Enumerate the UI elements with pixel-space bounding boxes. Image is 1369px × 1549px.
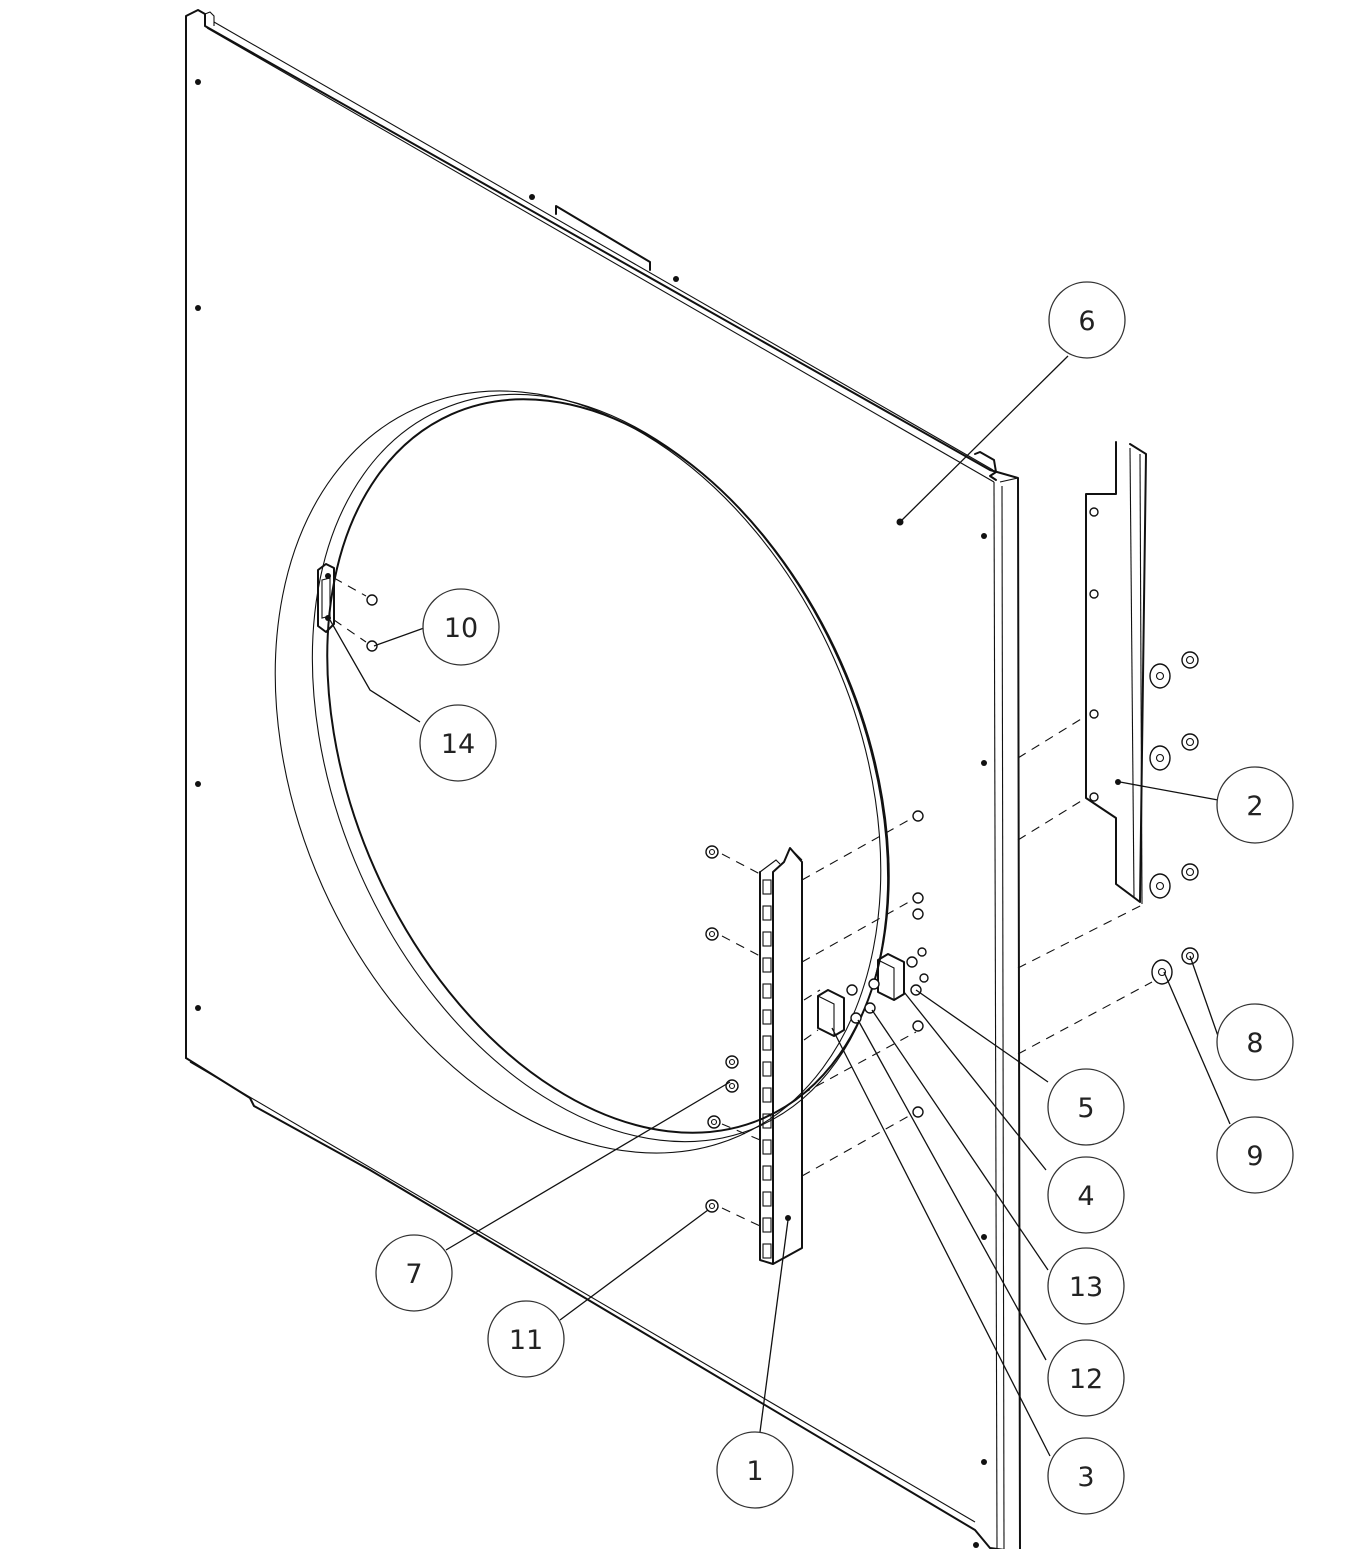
hinge-knuckle — [762, 1139, 772, 1155]
hinge-knuckle — [762, 879, 772, 895]
callout-label-1: 1 — [746, 1456, 763, 1487]
washer — [1149, 663, 1171, 689]
panel-opening — [274, 390, 890, 1154]
callout-1: 1 — [716, 1431, 794, 1509]
nut-bore — [1185, 737, 1195, 747]
nut-bore — [1185, 655, 1195, 665]
hinge-knuckle — [762, 1113, 772, 1129]
washer — [1151, 959, 1173, 985]
hinge-knuckle — [762, 1087, 772, 1103]
callout-13: 13 — [1047, 1247, 1125, 1325]
hinge-knuckle — [762, 1191, 772, 1207]
screw-head — [710, 1118, 718, 1126]
screw — [705, 1199, 719, 1213]
hinge-screws — [705, 810, 924, 1227]
callout-9: 9 — [1216, 1116, 1294, 1194]
screw — [707, 1115, 721, 1129]
callout-label-8: 8 — [1246, 1028, 1263, 1059]
callout-2: 2 — [1216, 766, 1294, 844]
side-bracket — [1017, 441, 1153, 1055]
callouts: 6 10 14 2 8 9 5 4 13 12 3 7 11 1 — [375, 281, 1294, 1515]
screw — [725, 1079, 739, 1093]
callout-7: 7 — [375, 1234, 453, 1312]
screw-head — [708, 848, 716, 856]
hinge-knuckle — [762, 1243, 772, 1259]
callout-label-3: 3 — [1077, 1462, 1094, 1493]
washer-bore — [1155, 671, 1165, 681]
latch-block-assembly — [803, 947, 929, 1041]
callout-label-5: 5 — [1077, 1093, 1094, 1124]
screw — [725, 1055, 739, 1069]
nut — [1181, 651, 1199, 669]
washer-bore — [1155, 881, 1165, 891]
callout-12: 12 — [1047, 1339, 1125, 1417]
nut — [1181, 733, 1199, 751]
washer-bore — [1155, 753, 1165, 763]
callout-label-7: 7 — [405, 1259, 422, 1290]
hinge-knuckle — [762, 1009, 772, 1025]
washers-and-nuts — [1149, 651, 1199, 985]
callout-4: 4 — [1047, 1156, 1125, 1234]
callout-3: 3 — [1047, 1437, 1125, 1515]
nut — [1181, 863, 1199, 881]
callout-label-10: 10 — [444, 613, 478, 644]
callout-11: 11 — [487, 1300, 565, 1378]
nut-bore — [1185, 867, 1195, 877]
screw — [705, 927, 719, 941]
screw-head — [728, 1058, 736, 1066]
callout-label-12: 12 — [1069, 1364, 1103, 1395]
callout-label-13: 13 — [1069, 1272, 1103, 1303]
hinge-knuckle — [762, 1035, 772, 1051]
screw-head — [708, 1202, 716, 1210]
callout-label-6: 6 — [1078, 306, 1095, 337]
callout-5: 5 — [1047, 1068, 1125, 1146]
screw — [705, 845, 719, 859]
hinge-knuckle — [762, 957, 772, 973]
washer — [1149, 873, 1171, 899]
hinge-knuckle — [762, 983, 772, 999]
hinge-channel — [759, 847, 803, 1265]
main-panel — [185, 9, 1021, 1549]
callout-10: 10 — [422, 588, 500, 666]
washer-bore — [1157, 967, 1167, 977]
hinge-knuckle — [762, 1061, 772, 1077]
callout-8: 8 — [1216, 1003, 1294, 1081]
nut-bore — [1185, 951, 1195, 961]
washer — [1149, 745, 1171, 771]
screw-head — [728, 1082, 736, 1090]
leader-lines — [329, 355, 1231, 1457]
callout-label-11: 11 — [509, 1325, 543, 1356]
callout-label-4: 4 — [1077, 1181, 1094, 1212]
callout-label-14: 14 — [441, 729, 475, 760]
screw-head — [708, 930, 716, 938]
callout-6: 6 — [1048, 281, 1126, 359]
hinge-knuckle — [762, 905, 772, 921]
hinge-knuckle — [762, 931, 772, 947]
callout-label-2: 2 — [1246, 791, 1263, 822]
callout-label-9: 9 — [1246, 1141, 1263, 1172]
hinge-knuckle — [762, 1165, 772, 1181]
callout-14: 14 — [419, 704, 497, 782]
top-latch-bracket — [317, 563, 378, 652]
hinge-knuckle — [762, 1217, 772, 1233]
